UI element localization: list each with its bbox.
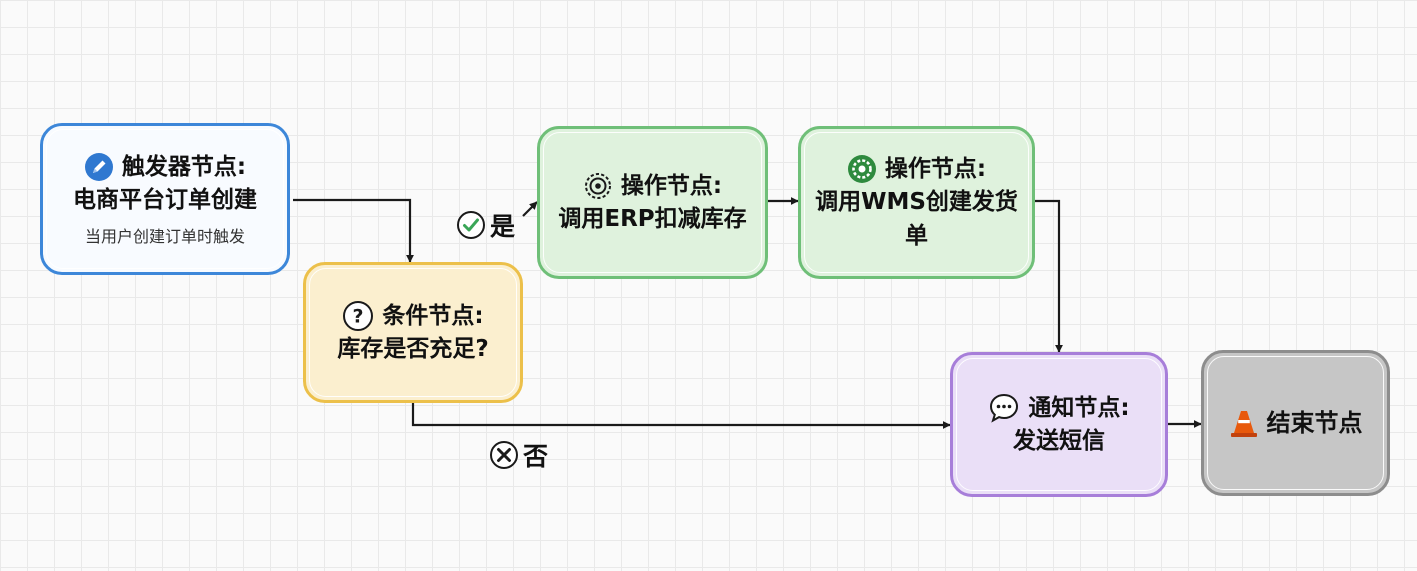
- trigger-node-heading: 触发器节点:: [121, 154, 247, 180]
- yes-branch-text: 是: [490, 212, 516, 241]
- condition-node-heading: 条件节点:: [382, 302, 484, 329]
- pencil-icon: [84, 152, 114, 182]
- erp-action-node-heading: 操作节点:: [620, 172, 723, 199]
- erp-action-node[interactable]: 操作节点: 调用ERP扣减库存: [537, 126, 768, 279]
- edge-condition-to-erp-yes: [522, 201, 538, 217]
- gear-icon: [583, 171, 613, 201]
- wms-action-node[interactable]: 操作节点: 调用WMS创建发货单: [798, 126, 1035, 279]
- traffic-cone-icon: [1229, 407, 1259, 439]
- edge-condition-to-notify-no: [411, 403, 951, 429]
- check-circle-icon: [456, 210, 486, 240]
- svg-text:?: ?: [353, 305, 364, 327]
- wms-action-node-heading: 操作节点:: [884, 155, 987, 182]
- trigger-node[interactable]: 触发器节点: 电商平台订单创建 当用户创建订单时触发: [40, 123, 290, 275]
- trigger-node-description: 当用户创建订单时触发: [84, 227, 245, 246]
- notify-node-heading: 通知节点:: [1028, 394, 1130, 421]
- gear-icon: [847, 154, 877, 184]
- chat-bubble-icon: [988, 392, 1020, 424]
- no-branch-label: 否: [489, 437, 548, 473]
- edge-trigger-to-condition: [293, 198, 414, 263]
- edge-wms-to-notify: [1035, 199, 1063, 353]
- question-mark-icon: ?: [342, 300, 374, 332]
- notify-node-subtitle: 发送短信: [1013, 427, 1105, 454]
- no-branch-text: 否: [523, 442, 549, 471]
- end-node-heading: 结束节点: [1266, 409, 1363, 437]
- trigger-node-subtitle: 电商平台订单创建: [73, 187, 257, 213]
- x-circle-icon: [489, 440, 519, 470]
- wms-action-node-subtitle: 调用WMS创建发货单: [815, 188, 1018, 249]
- condition-node-subtitle: 库存是否充足?: [337, 335, 489, 362]
- end-node[interactable]: 结束节点: [1201, 350, 1390, 496]
- notify-node[interactable]: 通知节点: 发送短信: [950, 352, 1168, 497]
- condition-node[interactable]: ? 条件节点: 库存是否充足?: [303, 262, 523, 403]
- yes-branch-label: 是: [456, 207, 515, 243]
- erp-action-node-subtitle: 调用ERP扣减库存: [558, 205, 747, 232]
